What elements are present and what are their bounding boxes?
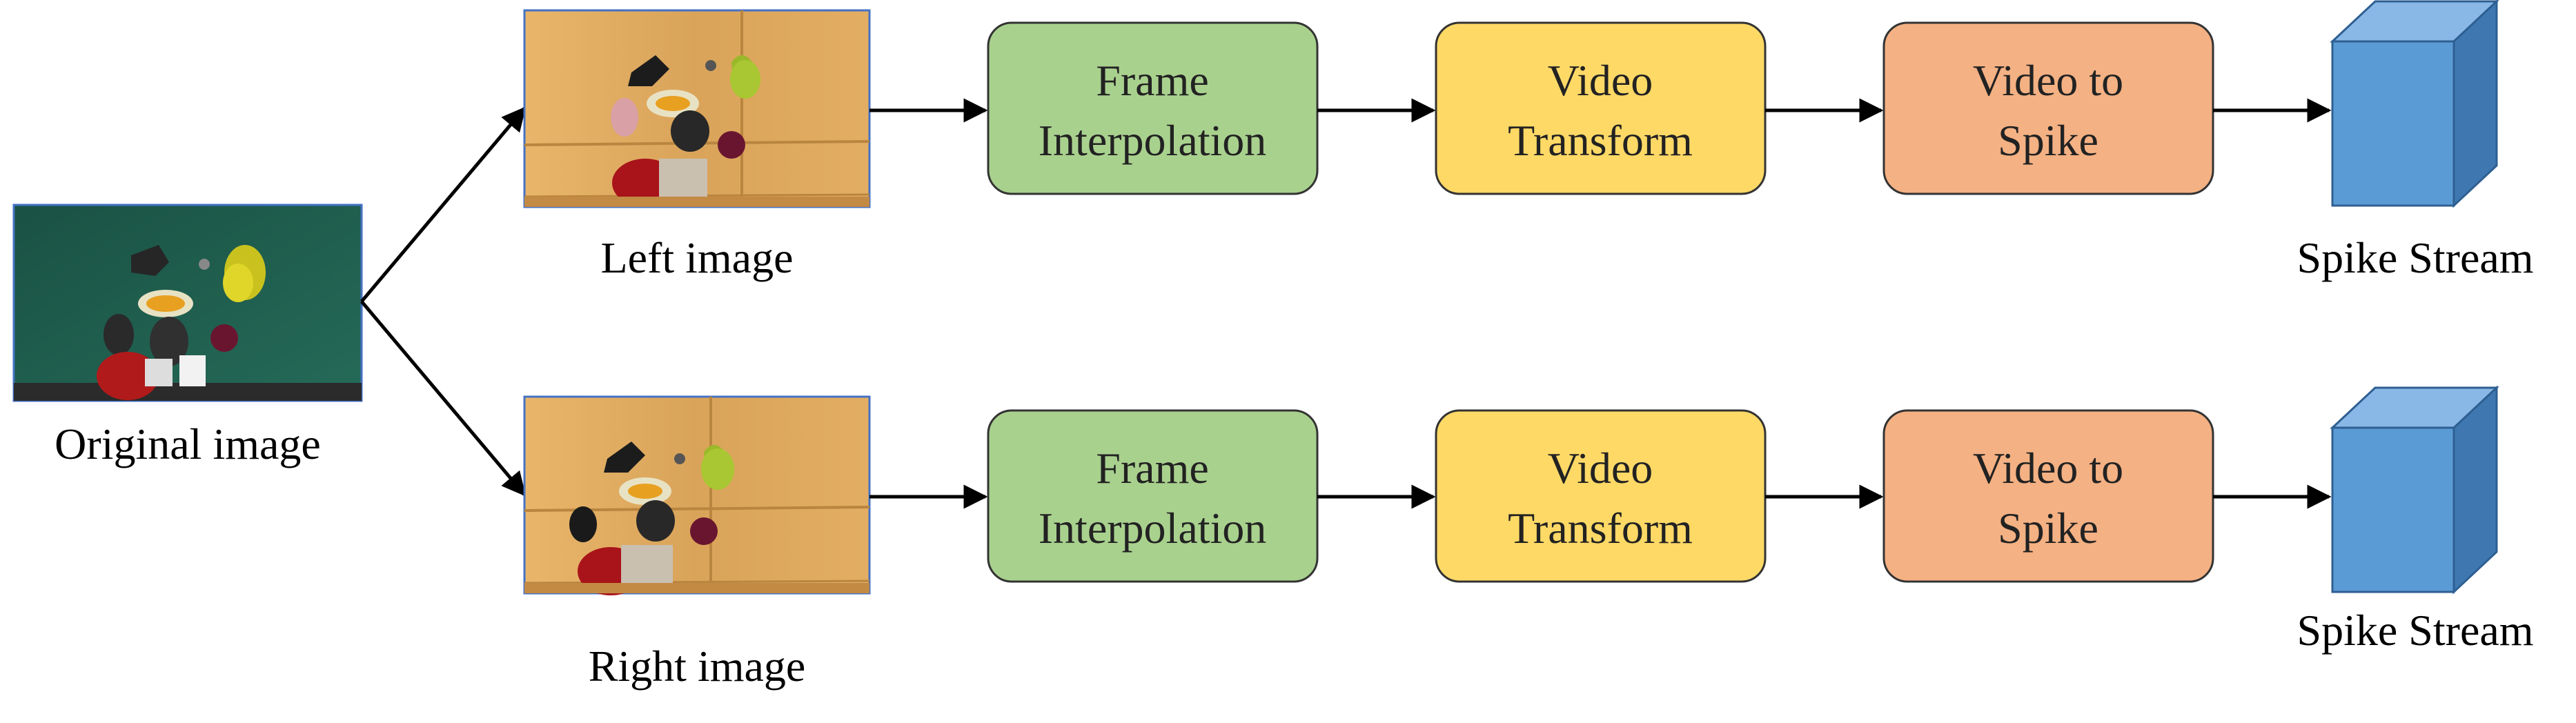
step-label-line2: Interpolation	[1039, 504, 1267, 553]
original-image	[12, 204, 363, 402]
branch-right: Right image Frame Interpolation Video Tr…	[523, 385, 2534, 691]
output-label: Spike Stream	[2297, 606, 2533, 655]
step-box	[1435, 21, 1767, 195]
step-frame-interpolation: Frame Interpolation	[987, 409, 1319, 583]
step-video-transform: Video Transform	[1435, 21, 1767, 195]
step-box	[1882, 409, 2214, 583]
original-image-label: Original image	[55, 419, 321, 468]
step-label-line2: Spike	[1998, 504, 2098, 553]
step-label-line1: Video to	[1973, 444, 2123, 493]
step-label-line1: Video	[1548, 56, 1653, 105]
step-frame-interpolation: Frame Interpolation	[987, 21, 1319, 195]
step-label-line1: Frame	[1096, 56, 1209, 105]
branch-left: Left image Frame Interpolation Video Tra…	[523, 0, 2534, 282]
step-label-line2: Spike	[1998, 116, 2098, 165]
step-label-line1: Video	[1548, 444, 1653, 493]
step-video-to-spike: Video to Spike	[1882, 409, 2214, 583]
step-video-to-spike: Video to Spike	[1882, 21, 2214, 195]
right-image	[523, 395, 871, 595]
step-box	[987, 409, 1319, 583]
step-label-line1: Video to	[1973, 56, 2123, 105]
step-video-transform: Video Transform	[1435, 409, 1767, 583]
step-label-line1: Frame	[1096, 444, 1209, 493]
step-label-line2: Transform	[1508, 504, 1693, 553]
split-arrow-right	[360, 300, 527, 497]
spike-stream-cube-icon	[2330, 0, 2499, 208]
step-box	[987, 21, 1319, 195]
split-arrow-left	[360, 106, 527, 303]
spike-stream-cube-icon	[2330, 385, 2499, 595]
left-image-label: Left image	[601, 233, 794, 282]
right-image-label: Right image	[589, 642, 806, 691]
step-box	[1435, 409, 1767, 583]
output-label: Spike Stream	[2297, 233, 2533, 282]
step-label-line2: Transform	[1508, 116, 1693, 165]
left-image	[523, 9, 871, 208]
step-label-line2: Interpolation	[1039, 116, 1267, 165]
step-box	[1882, 21, 2214, 195]
